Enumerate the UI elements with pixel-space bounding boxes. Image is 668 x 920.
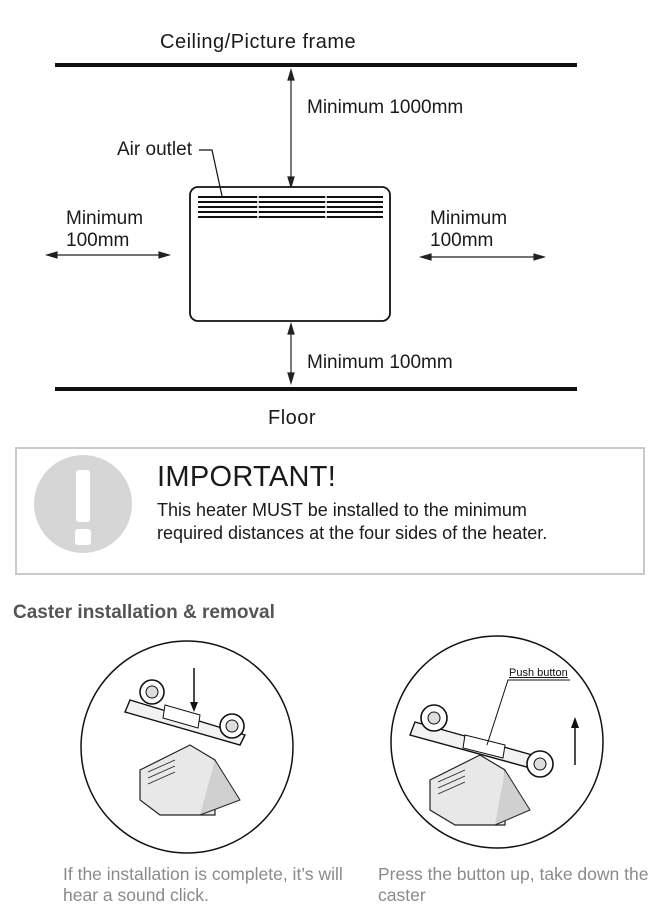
ceiling-label: Ceiling/Picture frame — [160, 31, 357, 53]
left-clearance-label: Minimum 100mm — [66, 208, 143, 252]
air-outlet-leader — [199, 149, 223, 197]
right-clearance-label: Minimum 100mm — [430, 208, 507, 252]
top-clearance-label: Minimum 1000mm — [307, 97, 464, 118]
important-notice: IMPORTANT! This heater MUST be installed… — [15, 447, 645, 575]
bottom-clearance-label: Minimum 100mm — [307, 352, 453, 373]
air-outlet-grille — [198, 196, 383, 218]
right-clearance-line1: Minimum — [430, 208, 508, 229]
left-clearance-line2: 100mm — [66, 230, 130, 251]
left-clearance-arrow — [44, 251, 172, 259]
caster-section-title: Caster installation & removal — [13, 602, 275, 623]
ceiling-line — [55, 63, 577, 67]
exclamation-icon — [34, 455, 132, 553]
bottom-clearance-arrow — [287, 321, 295, 386]
caster-removal-illustration — [390, 635, 604, 849]
top-clearance-arrow — [287, 67, 295, 190]
push-button-label: Push button — [509, 667, 568, 679]
floor-line — [55, 387, 577, 391]
important-title: IMPORTANT! — [157, 461, 337, 493]
clearance-diagram — [44, 63, 577, 391]
caster-install-illustration — [80, 640, 294, 854]
important-text: This heater MUST be installed to the min… — [157, 500, 548, 543]
removal-caption: Press the button up, take down the caste… — [378, 864, 649, 905]
air-outlet-label: Air outlet — [117, 139, 192, 160]
left-clearance-line1: Minimum — [66, 208, 144, 229]
install-caption: If the installation is complete, it’s wi… — [63, 864, 343, 905]
floor-label: Floor — [268, 407, 317, 429]
heater-body — [189, 186, 391, 322]
right-clearance-line2: 100mm — [430, 230, 494, 251]
right-clearance-arrow — [418, 253, 547, 261]
